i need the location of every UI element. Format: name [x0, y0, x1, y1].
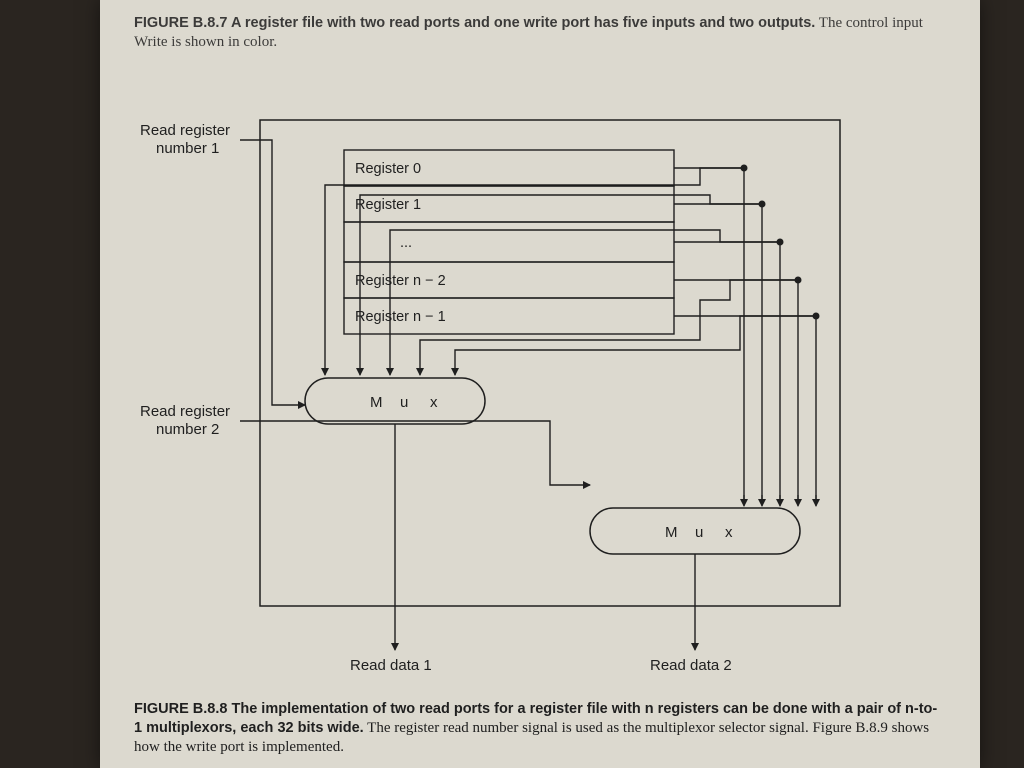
figure-b87-text: The control input Write is shown in colo…	[134, 15, 923, 50]
read-register-2-select-line	[240, 420, 591, 489]
register-ellipsis	[343, 221, 675, 263]
register-ellipsis-label: ...	[400, 235, 412, 251]
read-register-1-label-line1: Read register	[140, 122, 230, 139]
mux1-inputs	[321, 167, 816, 376]
mux-2-letter-u: u	[695, 524, 703, 541]
read-data-1-label: Read data 1	[350, 657, 432, 674]
mux2-inputs	[740, 495, 820, 507]
read-register-1-select-line	[240, 139, 306, 409]
figure-b87-caption: FIGURE B.8.7 A register file with two re…	[134, 14, 944, 52]
mux-2-letter-m: M	[665, 524, 678, 541]
read-register-2-label-line2: number 2	[156, 421, 219, 438]
register-n-1-label: Register n − 1	[355, 309, 446, 325]
mux1-junctions	[740, 164, 820, 320]
mux-1-letter-x: x	[430, 394, 438, 411]
figure-b88-text: The register read number signal is used …	[134, 720, 930, 755]
register-n-2-label: Register n − 2	[355, 273, 446, 289]
register-buses	[674, 167, 817, 505]
figure-b88-lead: FIGURE B.8.8 The implementation of two r…	[134, 701, 938, 736]
register-1-label: Register 1	[355, 197, 421, 213]
register-0-label: Register 0	[355, 161, 421, 177]
mux-1	[304, 377, 486, 425]
read-data-2-label: Read data 2	[650, 657, 732, 674]
figure-b87-lead: FIGURE B.8.7 A register file with two re…	[134, 15, 816, 31]
mux-1-letter-u: u	[400, 394, 408, 411]
read-register-1-label-line2: number 1	[156, 140, 219, 157]
mux-2-letter-x: x	[725, 524, 733, 541]
read-register-2-label-line1: Read register	[140, 403, 230, 420]
register-file-diagram: Read register number 1 Read register num…	[140, 119, 841, 674]
figure-b88-caption: FIGURE B.8.8 The implementation of two r…	[134, 700, 944, 757]
register-stack: Register 0 Register 1 ... Register n − 2…	[343, 149, 675, 335]
textbook-page: FIGURE B.8.7 A register file with two re…	[100, 0, 980, 768]
mux-1-letter-m: M	[370, 394, 383, 411]
register-file-frame	[259, 119, 841, 607]
